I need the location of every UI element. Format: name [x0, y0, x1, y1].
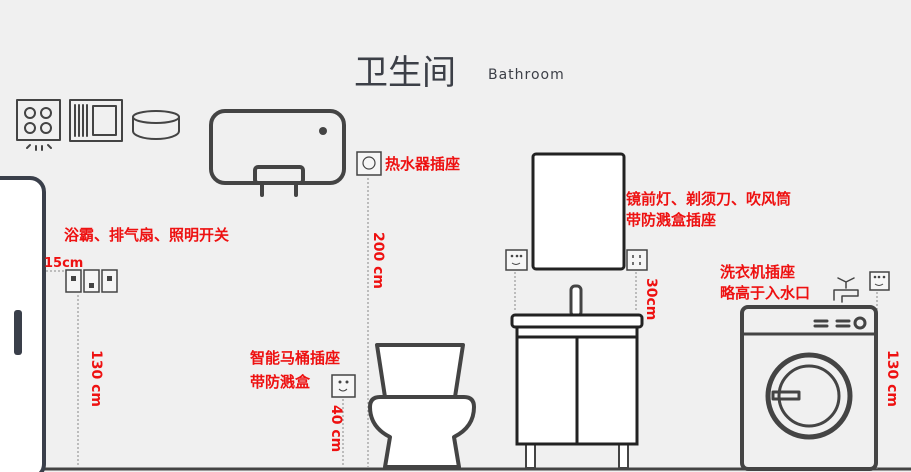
- bath-heater-icon: [16, 99, 61, 151]
- mirror-height-label: 30cm: [643, 278, 659, 320]
- toilet-socket-label-1: 智能马桶插座: [250, 349, 340, 367]
- door-icon: [0, 176, 46, 472]
- mirror-socket-label-2: 带防溅盒插座: [626, 211, 716, 229]
- wall-switches-icon: [65, 269, 118, 293]
- water-inlet-faucet-icon: [833, 277, 859, 303]
- toilet-icon: [368, 343, 476, 469]
- title-en: Bathroom: [488, 67, 565, 83]
- washer-height-label: 130 cm: [884, 350, 900, 407]
- washer-socket-label-1: 洗衣机插座: [720, 263, 795, 281]
- water-heater-socket-icon: [356, 151, 382, 176]
- toilet-socket-icon: [331, 374, 356, 398]
- exhaust-fan-icon: [69, 99, 123, 142]
- toilet-height-label: 40 cm: [328, 405, 344, 452]
- mirror-icon: [531, 152, 626, 271]
- mirror-right-socket-icon: [626, 249, 648, 271]
- mirror-socket-label-1: 镜前灯、剃须刀、吹风筒: [626, 190, 791, 208]
- switch-gap-label: 15cm: [44, 256, 83, 271]
- washing-machine-icon: [740, 305, 878, 471]
- washer-socket-label-2: 略高于入水口: [720, 284, 810, 302]
- heater-height-label: 200 cm: [370, 232, 386, 289]
- title-zh: 卫生间: [354, 53, 456, 93]
- mirror-left-socket-icon: [505, 249, 528, 271]
- vanity-cabinet-icon: [510, 284, 644, 469]
- washer-socket-icon: [869, 271, 890, 291]
- water-heater-socket-label: 热水器插座: [385, 155, 460, 173]
- switch-note-label: 浴霸、排气扇、照明开关: [64, 226, 229, 244]
- water-heater-icon: [209, 109, 346, 197]
- switch-height-label: 130 cm: [88, 350, 104, 407]
- ceiling-light-icon: [132, 110, 180, 140]
- toilet-socket-label-2: 带防溅盒: [250, 373, 311, 391]
